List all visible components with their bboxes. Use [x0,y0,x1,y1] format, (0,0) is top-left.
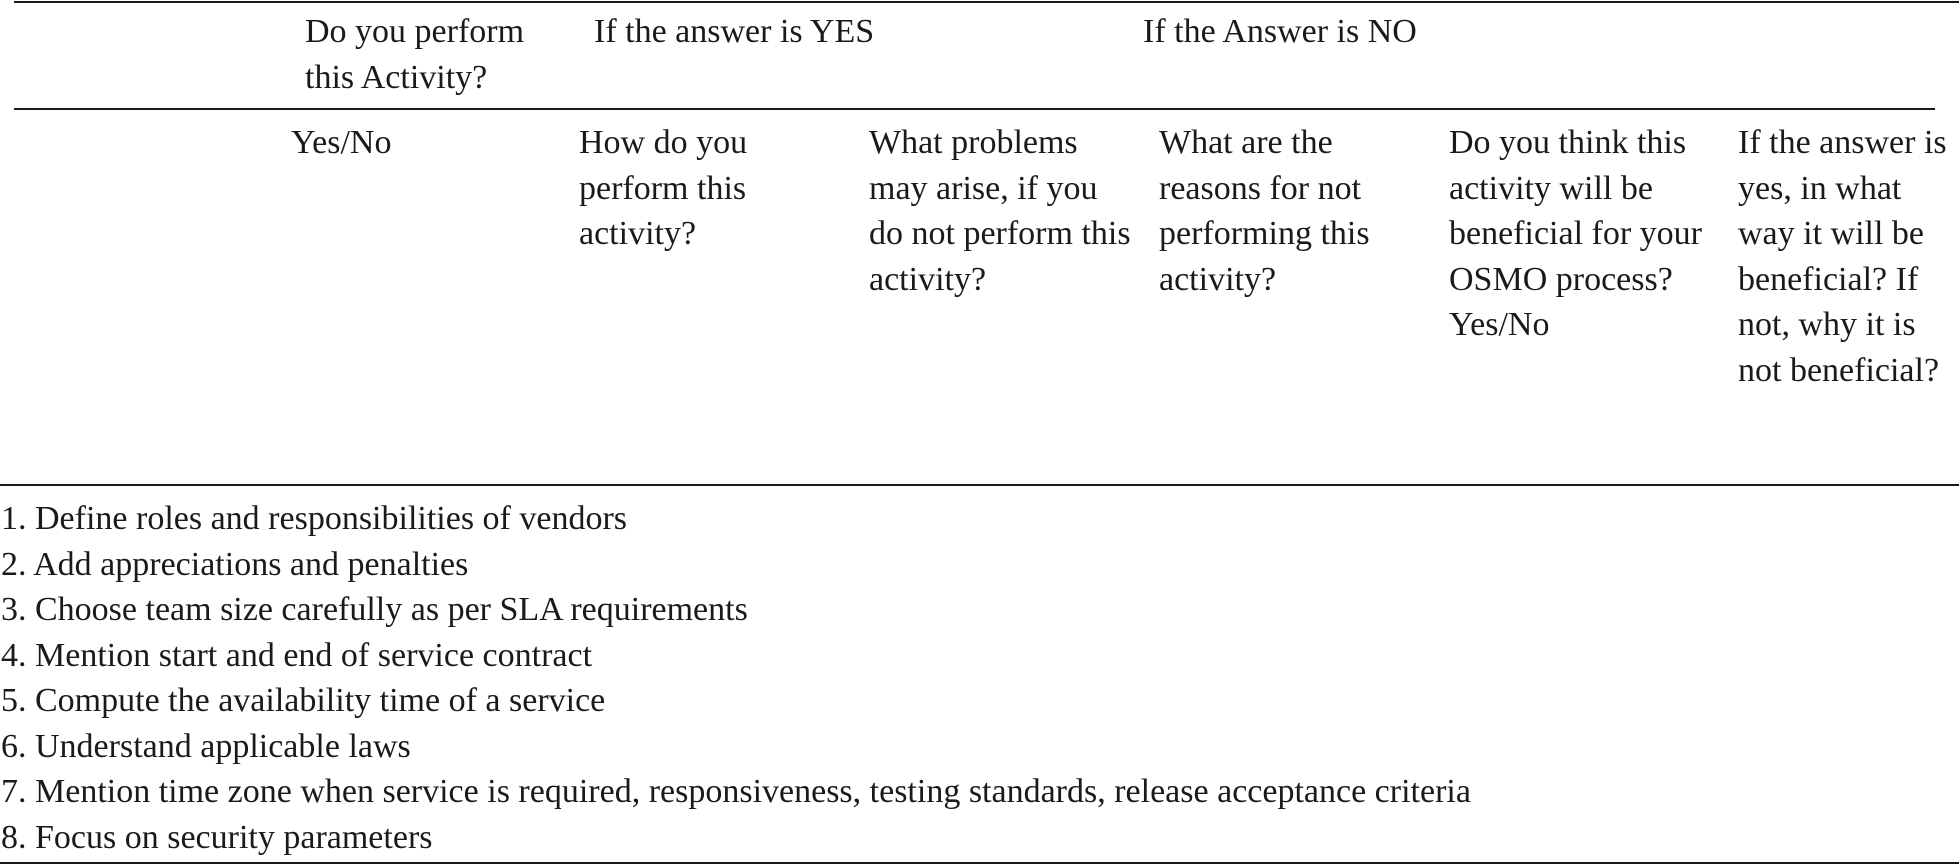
header-if-no: If the Answer is NO [1143,13,1417,50]
header-bottom-rule [0,484,1959,486]
header-if-yes: If the answer is YES [594,13,875,50]
table-row: 2. Add appreciations and penalties [1,545,469,583]
table-row: 6. Understand applicable laws [1,727,411,765]
table-row: 5. Compute the availability time of a se… [1,682,606,719]
subheader-problems: What problems may arise, if you do not p… [869,124,1131,298]
subheader-beneficial: Do you think this activity will be benef… [1449,124,1702,343]
header-divider-rule [14,108,1935,110]
table-row: 4. Mention start and end of service cont… [1,636,593,674]
subheader-beneficial-why: If the answer is yes, in what way it wil… [1738,124,1947,389]
table-row: 3. Choose team size carefully as per SLA… [1,591,748,628]
table-row: 1. Define roles and responsibilities of … [1,500,628,537]
header-perform-activity: Do you perform this Activity? [305,13,525,96]
table-row: 7. Mention time zone when service is req… [1,773,1471,810]
bottom-rule [0,862,1959,864]
table-row: 8. Focus on security parameters [1,818,433,856]
subheader-yes-no: Yes/No [291,124,392,161]
top-rule [14,1,1959,3]
subheader-how-perform: How do you perform this activity? [579,124,748,252]
activity-list: 1. Define roles and responsibilities of … [1,496,1471,860]
subheader-reasons: What are the reasons for not performing … [1159,124,1370,298]
